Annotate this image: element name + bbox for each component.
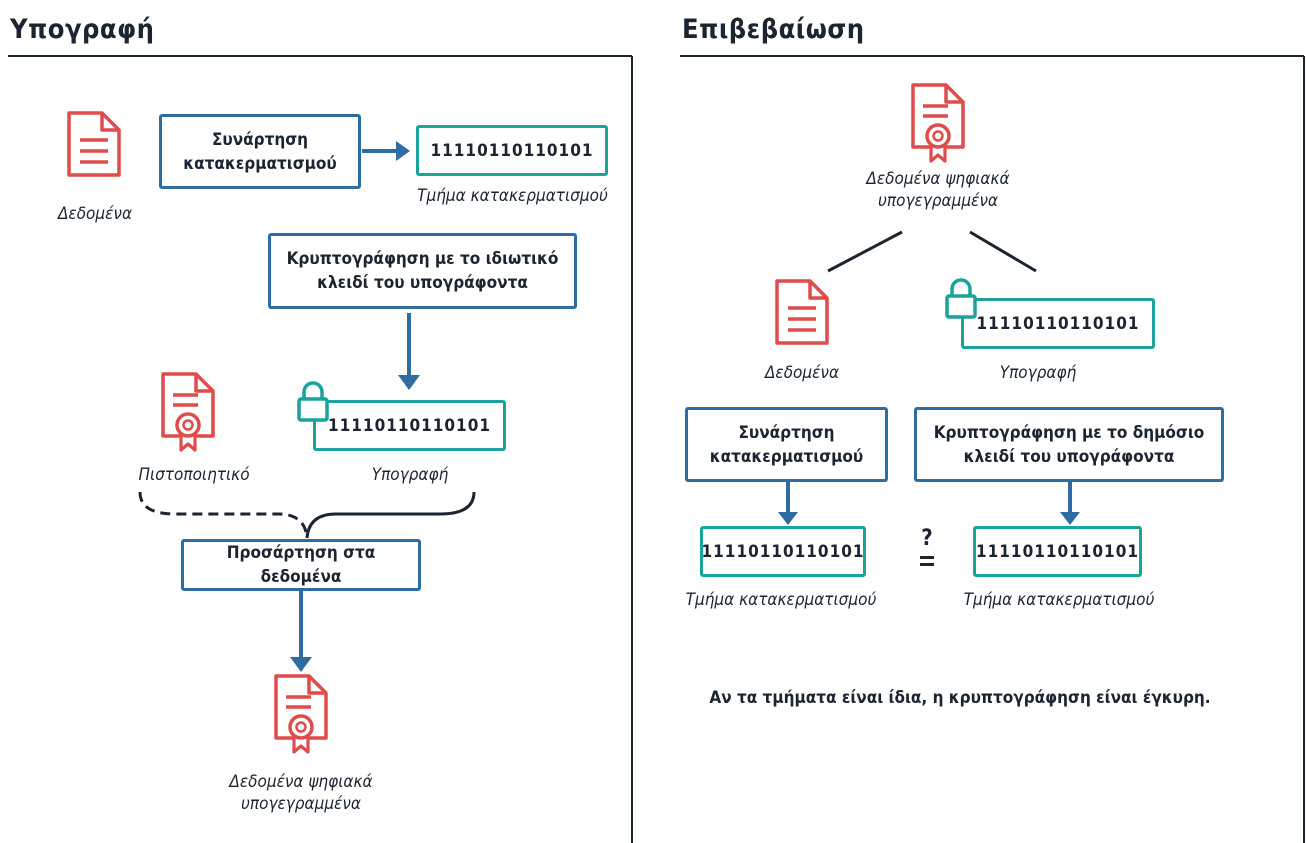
tree-line-data	[827, 230, 903, 273]
verification-title: Επιβεβαίωση	[682, 14, 865, 45]
hash-function-box: Συνάρτηση κατακερματισμού	[159, 114, 361, 189]
encrypt-private-key-box: Κρυπτογράφηση με το ιδιωτικό κλειδί του …	[268, 233, 577, 309]
certificate-icon	[161, 372, 215, 452]
decrypt-public-key-box: Κρυπτογράφηση με το δημόσιο κλειδί του υ…	[914, 407, 1224, 482]
tree-line-signature	[969, 230, 1037, 273]
equals-bar-bottom	[920, 563, 934, 566]
data-label: Δεδομένα	[57, 204, 133, 224]
lock-icon	[945, 278, 977, 319]
arrow-icon	[778, 512, 798, 525]
signature-value-box: 11110110110101	[313, 400, 506, 451]
arrow-icon	[396, 141, 410, 161]
document-icon	[67, 111, 121, 177]
signing-title: Υπογραφή	[10, 14, 155, 45]
signature-label: Υπογραφή	[371, 465, 449, 485]
certificate-icon	[911, 83, 965, 163]
append-to-data-box: Προσάρτηση στα δεδομένα	[181, 539, 421, 591]
certificate-label: Πιστοποιητικό	[138, 465, 250, 485]
brace-certificate	[138, 491, 309, 539]
compare-sign: ?	[912, 528, 942, 566]
hash-label-left: Τμήμα κατακερματισμού	[685, 590, 877, 610]
equals-bar-top	[920, 556, 934, 559]
signature-value-box: 11110110110101	[961, 298, 1155, 349]
arrow-icon	[290, 657, 312, 672]
signed-data-label: Δεδομένα ψηφιακά υπογεγραμμένα	[866, 169, 1010, 211]
hash-value-box: 11110110110101	[416, 125, 608, 176]
result-note: Αν τα τμήματα είναι ίδια, η κρυπτογράφησ…	[709, 688, 1211, 708]
arrow-icon	[1060, 512, 1080, 525]
question-mark: ?	[921, 526, 933, 551]
arrow-icon	[398, 375, 420, 390]
signed-data-label: Δεδομένα ψηφιακά υπογεγραμμένα	[229, 772, 373, 814]
hash-value-left-box: 11110110110101	[700, 526, 866, 577]
data-label: Δεδομένα	[764, 363, 840, 383]
document-icon	[775, 279, 829, 345]
lock-icon	[297, 381, 329, 422]
hash-value-right-box: 11110110110101	[973, 526, 1142, 577]
certificate-icon	[274, 674, 328, 754]
hash-function-box: Συνάρτηση κατακερματισμού	[685, 407, 888, 482]
hash-label-right: Τμήμα κατακερματισμού	[963, 590, 1155, 610]
brace-signature	[305, 491, 476, 539]
hash-label: Τμήμα κατακερματισμού	[417, 186, 608, 206]
signature-label: Υπογραφή	[999, 363, 1077, 383]
